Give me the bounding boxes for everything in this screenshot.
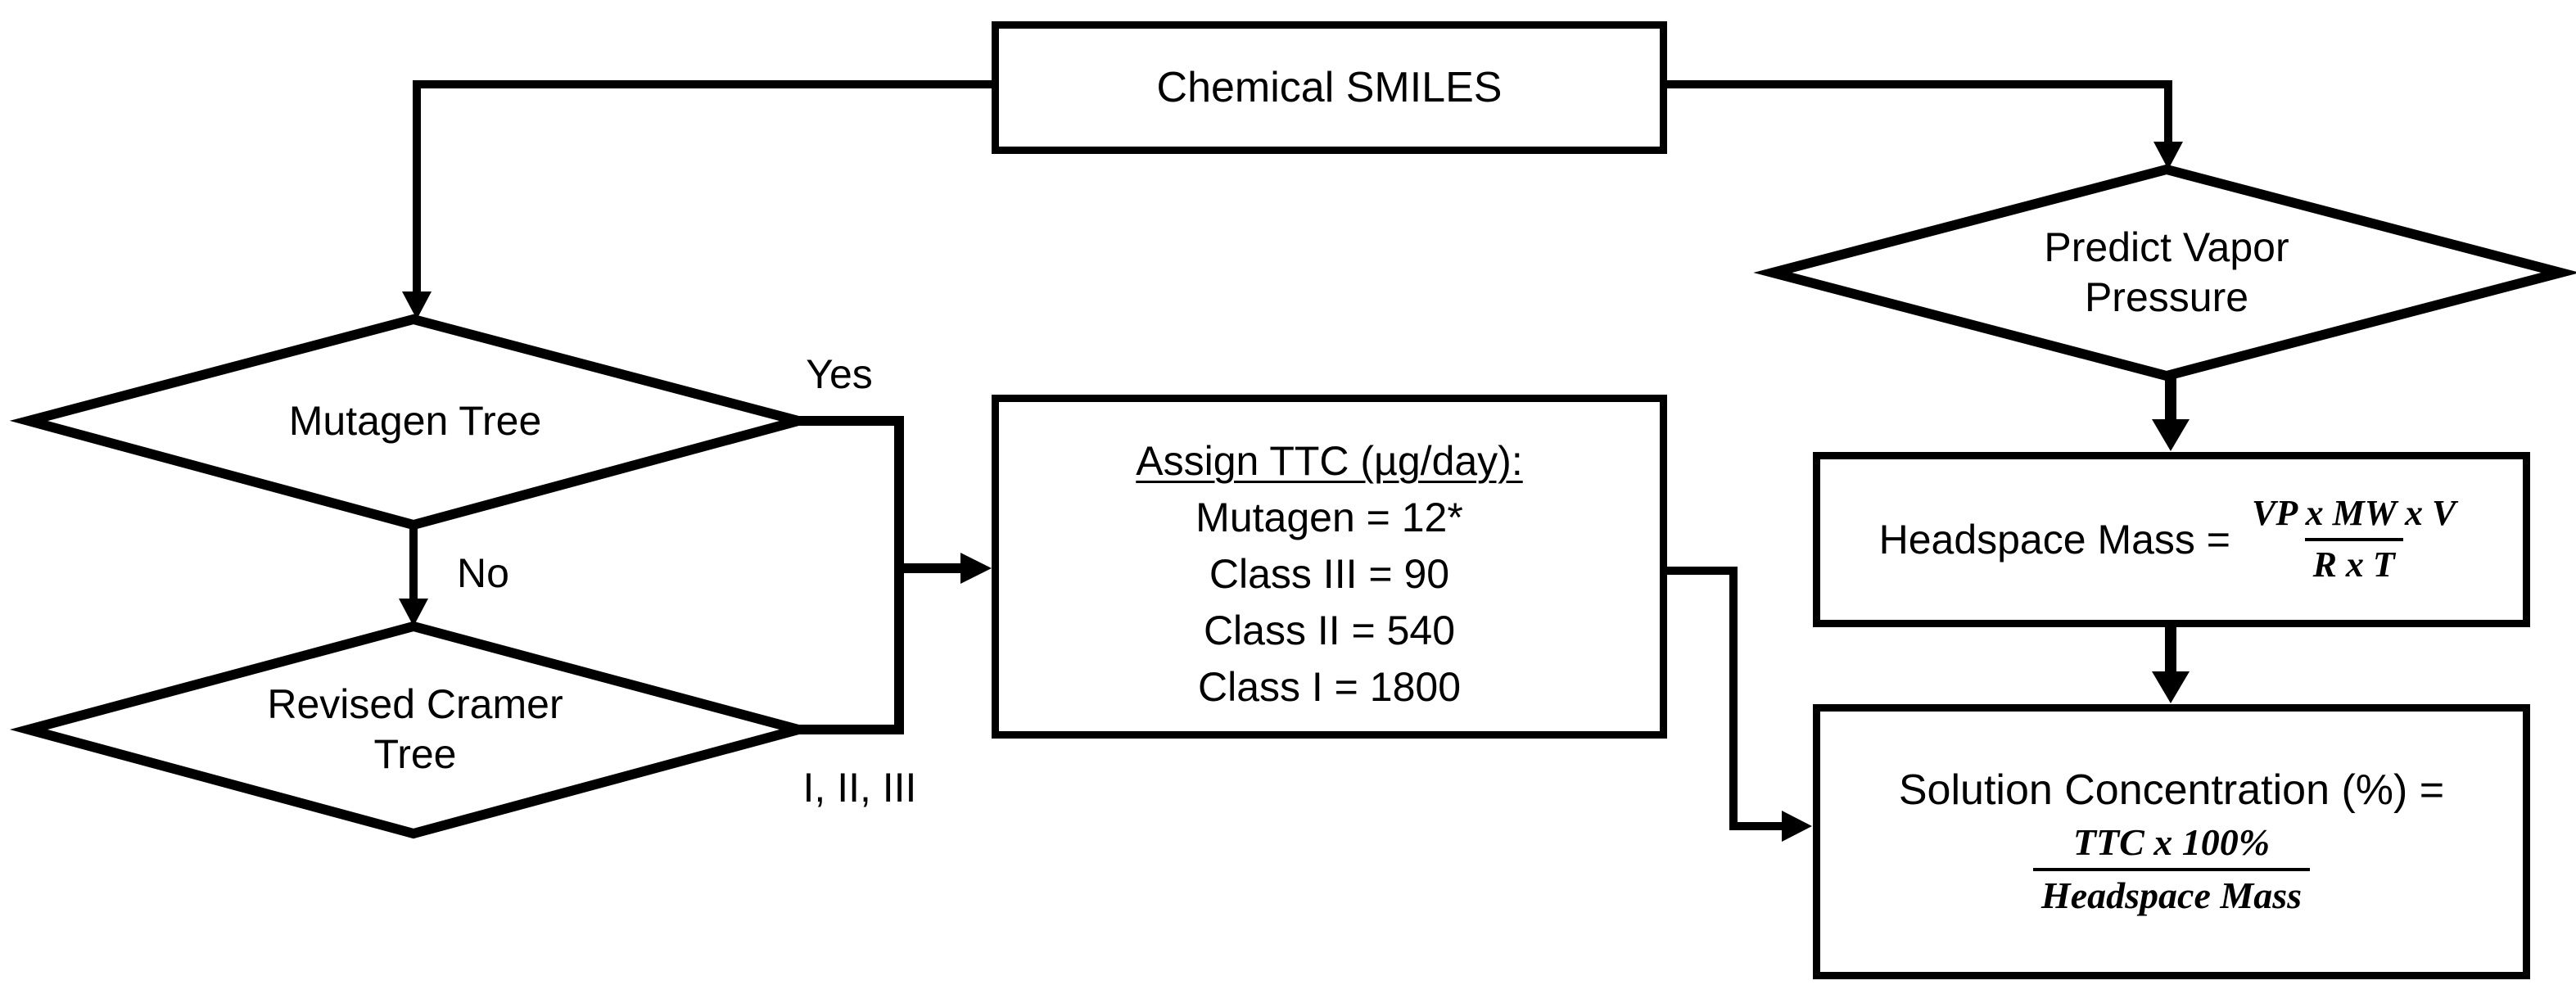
arrowhead-into-cramer (399, 599, 428, 626)
edge-cramer-classes-elbow (798, 568, 904, 734)
arrowhead-into-solution-top (2152, 671, 2190, 703)
arrowhead-into-predict (2153, 142, 2183, 169)
edge-label-no: No (457, 550, 509, 596)
assign-ttc-box: Assign TTC (µg/day): Mutagen = 12* Class… (992, 395, 1667, 739)
arrowhead-into-headspace (2152, 419, 2190, 451)
revised-cramer-tree-diamond (9, 621, 818, 839)
edge-label-yes: Yes (806, 351, 873, 397)
solution-concentration-prefix: Solution Concentration (%) = (1898, 766, 2445, 815)
mutagen-tree-label: Mutagen Tree (288, 397, 542, 444)
chemical-smiles-box: Chemical SMILES (992, 21, 1667, 154)
assign-ttc-title: Assign TTC (µg/day): (1136, 437, 1523, 484)
edge-label-classes: I, II, III (802, 765, 917, 811)
arrowhead-into-assign (960, 553, 992, 584)
assign-ttc-line-class1: Class I = 1800 (1197, 663, 1462, 710)
headspace-mass-numerator: VP x MW x V (2252, 493, 2456, 534)
mutagen-tree-diamond (9, 314, 818, 531)
solution-concentration-numerator: TTC x 100% (2072, 821, 2271, 864)
edge-assign-to-solution (1663, 567, 1785, 830)
predict-vapor-pressure-label: Predict Vapor Pressure (2044, 224, 2289, 320)
solution-concentration-box: Solution Concentration (%) = TTC x 100% … (1813, 704, 2530, 979)
edge-chemical-to-mutagen (413, 80, 992, 306)
assign-ttc-line-class3: Class III = 90 (1209, 550, 1450, 597)
solution-concentration-fraction: TTC x 100% Headspace Mass (2032, 821, 2311, 918)
headspace-mass-denominator: R x T (2304, 538, 2403, 586)
solution-concentration-formula: Solution Concentration (%) = TTC x 100% … (1899, 766, 2444, 918)
assign-ttc-line-mutagen: Mutagen = 12* (1195, 494, 1463, 540)
arrowhead-into-solution-left (1782, 811, 1812, 842)
headspace-mass-box: Headspace Mass = VP x MW x V R x T (1813, 452, 2530, 627)
chemical-smiles-label: Chemical SMILES (1156, 64, 1503, 111)
headspace-mass-fraction: VP x MW x V R x T (2244, 493, 2464, 585)
predict-vapor-pressure-diamond (1753, 164, 2576, 382)
headspace-mass-prefix: Headspace Mass = (1878, 517, 2230, 563)
edge-chemical-to-predict (1667, 80, 2172, 156)
solution-concentration-denominator: Headspace Mass (2032, 868, 2311, 918)
headspace-mass-formula: Headspace Mass = VP x MW x V R x T (1879, 493, 2465, 585)
arrowhead-into-mutagen (402, 291, 432, 319)
revised-cramer-tree-label: Revised Cramer Tree (267, 681, 563, 777)
edge-mutagen-yes-elbow (798, 416, 904, 568)
assign-ttc-line-class2: Class II = 540 (1203, 607, 1456, 653)
